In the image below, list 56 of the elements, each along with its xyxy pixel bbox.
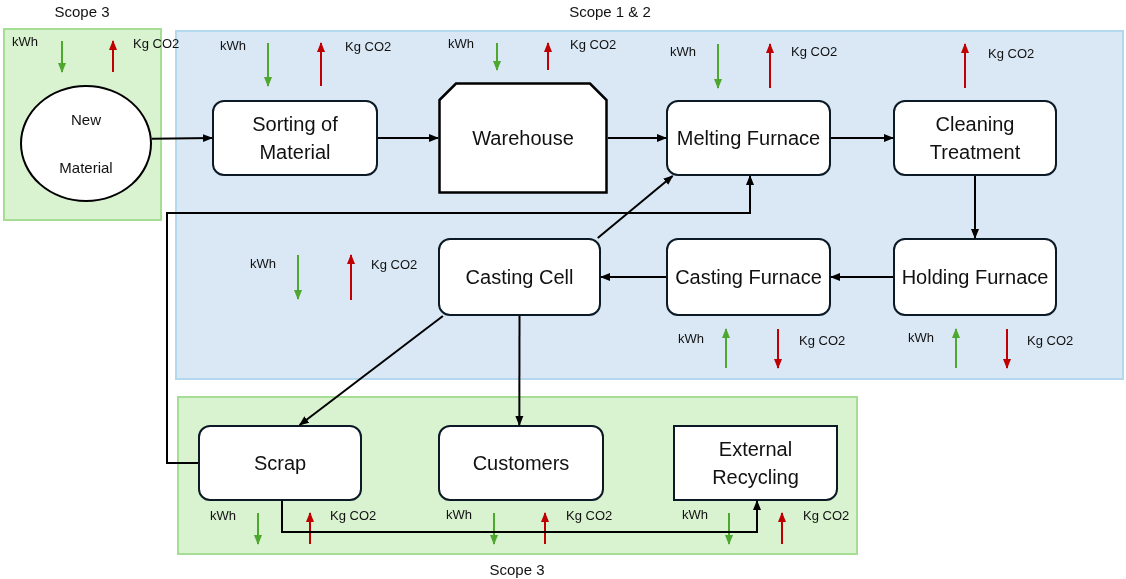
scope-heading: Scope 1 & 2	[569, 3, 651, 21]
arrow	[830, 134, 894, 142]
emission-label: Kg CO2	[1027, 333, 1074, 349]
energy-label: kWh	[220, 38, 246, 54]
process-box	[893, 238, 1057, 316]
node-label: New Material	[58, 109, 114, 178]
emission-label: Kg CO2	[566, 508, 613, 524]
energy-label: kWh	[250, 256, 276, 272]
arrow	[166, 175, 754, 464]
process-box	[666, 238, 831, 316]
arrow	[830, 273, 894, 281]
node-label: Melting Furnace	[676, 126, 821, 151]
arrow	[596, 175, 674, 239]
node-label: Sorting of Material	[251, 112, 339, 165]
arrow	[377, 134, 439, 142]
arrow	[607, 134, 667, 142]
energy-label: kWh	[682, 507, 708, 523]
process-box	[438, 425, 604, 501]
emission-label: Kg CO2	[371, 257, 418, 273]
process-box	[673, 425, 838, 501]
energy-label: kWh	[12, 34, 38, 50]
emission-label: Kg CO2	[803, 508, 850, 524]
energy-label: kWh	[446, 507, 472, 523]
scope-heading: Scope 3	[54, 3, 110, 21]
node-label: Scrap	[253, 451, 307, 476]
arrow	[971, 175, 979, 239]
energy-label: kWh	[448, 36, 474, 52]
emission-label: Kg CO2	[330, 508, 377, 524]
process-box	[198, 425, 362, 501]
emission-label: Kg CO2	[799, 333, 846, 349]
emission-label: Kg CO2	[791, 44, 838, 60]
arrow	[515, 315, 524, 426]
emission-label: Kg CO2	[988, 46, 1035, 62]
emission-label: Kg CO2	[345, 39, 392, 55]
energy-label: kWh	[670, 44, 696, 60]
energy-label: kWh	[210, 508, 236, 524]
node-label: Holding Furnace	[901, 265, 1049, 290]
process-box	[893, 100, 1057, 176]
scope-heading: Scope 3	[489, 561, 545, 579]
arrow	[281, 500, 761, 533]
node-label: External Recycling	[711, 437, 800, 490]
emission-label: Kg CO2	[570, 37, 617, 53]
node-label: Casting Furnace	[675, 265, 822, 290]
node-label: Cleaning Treatment	[928, 112, 1022, 165]
emission-label: Kg CO2	[133, 36, 180, 52]
process-box	[212, 100, 378, 176]
node-label: Casting Cell	[465, 265, 574, 290]
arrow	[600, 273, 667, 281]
process-box	[438, 238, 601, 316]
process-box	[666, 100, 831, 176]
node-label: Warehouse	[472, 126, 574, 151]
arrow	[298, 315, 444, 426]
arrow	[151, 134, 213, 143]
energy-label: kWh	[678, 331, 704, 347]
energy-label: kWh	[908, 330, 934, 346]
node-label: Customers	[472, 451, 570, 476]
